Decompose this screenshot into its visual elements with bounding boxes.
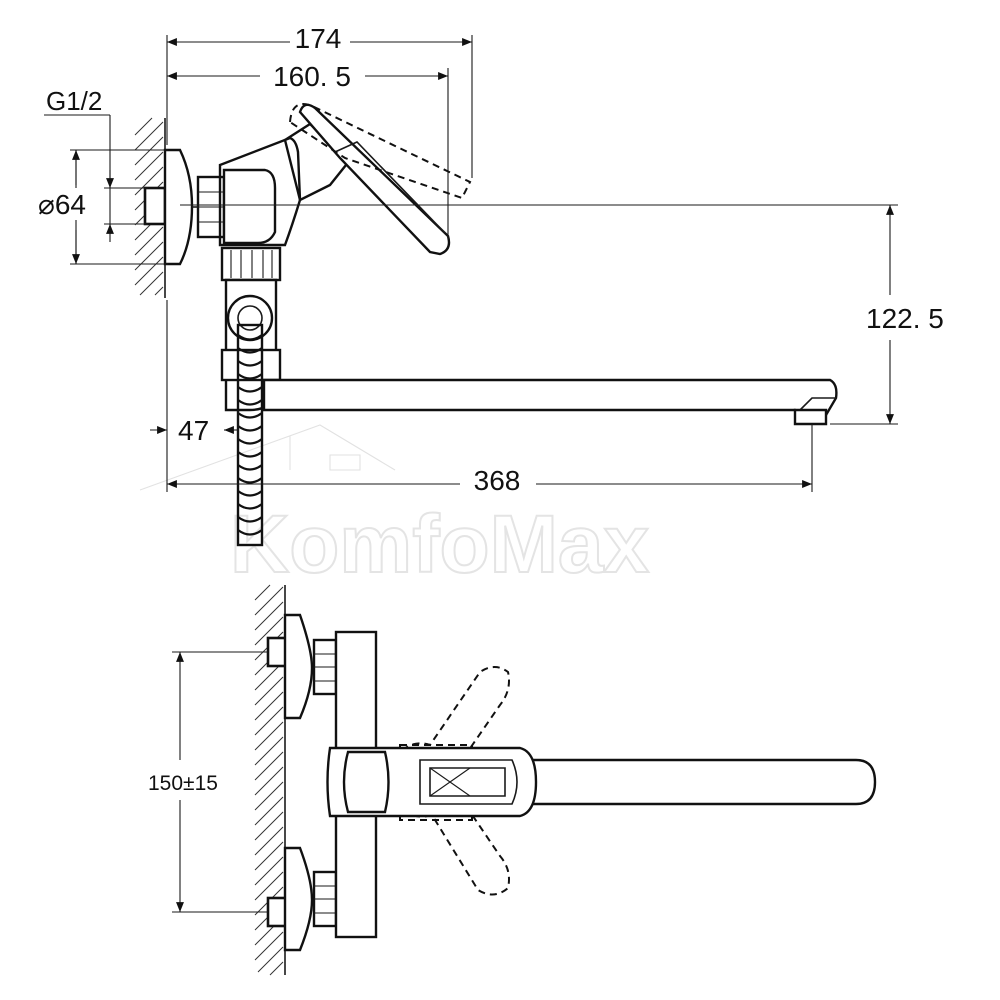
wall-hatching-top	[134, 117, 166, 298]
inlet-stub	[143, 186, 167, 226]
dim-thread: G1/2	[46, 86, 102, 116]
lower-inlet	[266, 846, 338, 952]
handle-lever-dashed	[288, 103, 472, 200]
dim-width-lever: 160. 5	[273, 61, 351, 92]
side-elevation-view	[134, 103, 838, 547]
dim-diameter: ⌀64	[38, 189, 86, 220]
handle-plan	[342, 750, 390, 814]
mixer-body	[222, 168, 277, 245]
upper-inlet	[266, 613, 338, 720]
wall-flange	[163, 148, 194, 266]
handle-lever	[298, 103, 451, 256]
spout-plan	[498, 758, 877, 806]
watermark-house-icon	[139, 424, 396, 491]
coupling-nut	[220, 246, 282, 282]
dim-center-distance: 150±15	[148, 772, 218, 795]
dim-spout-height: 122. 5	[866, 303, 944, 334]
watermark-text: KomfoMax	[230, 499, 649, 590]
spout	[262, 378, 838, 420]
dimensions-top: 174 160. 5 G1/2 ⌀64 122. 5 47	[38, 23, 944, 496]
dimensions-bottom: 150±15	[148, 651, 268, 913]
lever-base	[283, 122, 352, 202]
watermark: KomfoMax	[139, 424, 650, 591]
aerator	[793, 408, 828, 426]
dim-spout-length: 368	[474, 465, 521, 496]
handle-dashed-up	[394, 666, 510, 761]
dim-width-total: 174	[295, 23, 342, 54]
plan-view	[254, 584, 877, 976]
dim-hose-offset: 47	[178, 415, 209, 446]
